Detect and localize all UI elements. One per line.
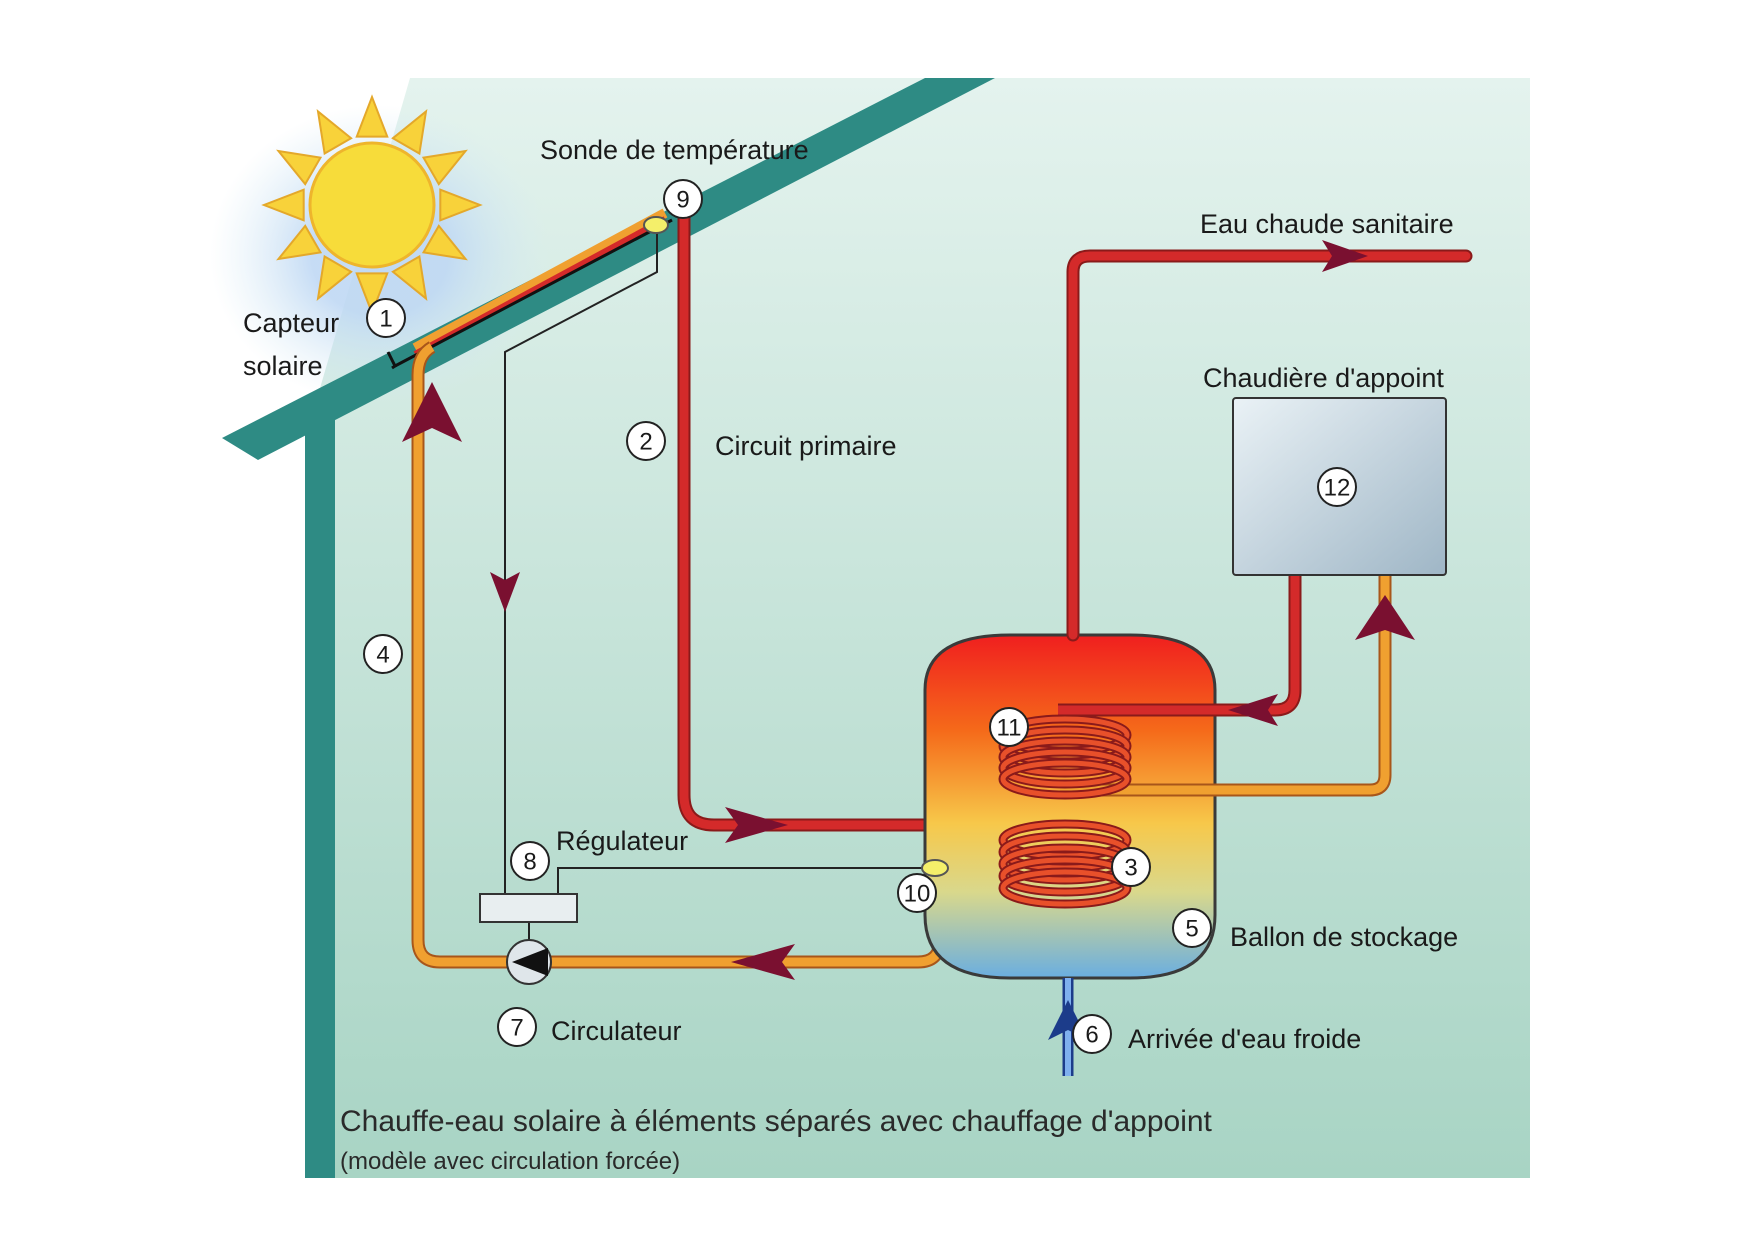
marker-11: 11 — [989, 707, 1029, 747]
marker-circle — [989, 707, 1029, 747]
marker-number: 8 — [523, 849, 536, 876]
interior-background — [305, 78, 1530, 1178]
label-solar-collector-line1: Capteur — [243, 308, 339, 338]
marker-circle — [510, 841, 550, 881]
marker-5: 5 — [1172, 908, 1212, 948]
marker-circle — [497, 1007, 537, 1047]
storage-tank — [923, 633, 1217, 980]
marker-10: 10 — [897, 873, 937, 913]
sun-ray — [276, 224, 323, 261]
label-solar-collector-line2: solaire — [243, 351, 323, 381]
boiler-return-pipe — [1060, 575, 1392, 797]
marker-circle — [1111, 847, 1151, 887]
arrow-right-primary — [725, 807, 788, 843]
marker-circle — [663, 179, 703, 219]
solar-collector — [386, 208, 673, 370]
sun-ray — [276, 149, 323, 186]
marker-number: 7 — [510, 1015, 523, 1042]
marker-number: 1 — [379, 306, 392, 333]
sun-icon — [261, 94, 483, 316]
sun-ray — [316, 109, 353, 156]
marker-number: 12 — [1324, 475, 1351, 502]
label-cold-water-inlet: Arrivée d'eau froide — [1128, 1024, 1361, 1054]
marker-number: 6 — [1085, 1022, 1098, 1049]
coil-turn-highlight — [1000, 760, 1130, 798]
marker-circle — [363, 634, 403, 674]
sun-ray — [355, 94, 389, 138]
marker-number: 10 — [904, 881, 931, 908]
caption-title: Chauffe-eau solaire à éléments séparés a… — [340, 1105, 1213, 1138]
marker-12: 12 — [1317, 467, 1357, 507]
caption-subtitle: (modèle avec circulation forcée) — [340, 1148, 680, 1175]
marker-8: 8 — [510, 841, 550, 881]
marker-2: 2 — [626, 421, 666, 461]
coil-turn-highlight — [1000, 869, 1130, 907]
sun-ray — [421, 149, 468, 186]
marker-circle — [626, 421, 666, 461]
sun-ray — [261, 188, 305, 222]
arrow-left-return — [731, 944, 795, 980]
collector-temperature-sensor — [643, 216, 669, 234]
boiler-hot-pipe — [1058, 575, 1302, 717]
arrow-right-hot-water — [1322, 240, 1368, 272]
arrow-left-boiler — [1228, 694, 1278, 726]
label-backup-boiler: Chaudière d'appoint — [1203, 363, 1444, 393]
sun-ray — [421, 224, 468, 261]
arrow-down-wire — [490, 572, 520, 612]
coil-turn-highlight — [1000, 749, 1130, 787]
label-regulator: Régulateur — [556, 826, 688, 856]
sun-ray — [355, 272, 389, 316]
label-domestic-hot-water: Eau chaude sanitaire — [1200, 209, 1454, 239]
lower-heat-exchanger-coil — [998, 819, 1132, 909]
marker-3: 3 — [1111, 847, 1151, 887]
primary-hot-pipe — [670, 198, 1015, 832]
marker-circle — [1172, 908, 1212, 948]
arrow-up-return — [402, 382, 462, 442]
sun-ray — [391, 254, 428, 301]
upper-heat-exchanger-coil — [998, 714, 1132, 800]
regulator-box — [479, 893, 578, 923]
marker-6: 6 — [1072, 1014, 1112, 1054]
sun-ray — [316, 254, 353, 301]
marker-7: 7 — [497, 1007, 537, 1047]
marker-4: 4 — [363, 634, 403, 674]
label-storage-tank: Ballon de stockage — [1230, 922, 1458, 952]
marker-circle — [366, 298, 406, 338]
tank-temperature-sensor — [921, 859, 949, 877]
marker-circle — [897, 873, 937, 913]
marker-circle — [1317, 467, 1357, 507]
house-wall — [305, 420, 335, 1178]
marker-number: 2 — [639, 429, 652, 456]
marker-circle — [1072, 1014, 1112, 1054]
sun-ray — [439, 188, 483, 222]
label-circulator: Circulateur — [551, 1016, 682, 1046]
sun-ray — [391, 109, 428, 156]
coil-turn-highlight — [1000, 738, 1130, 776]
arrow-up-boiler-return — [1355, 595, 1415, 640]
hot-water-outlet-pipe — [1066, 249, 1473, 642]
marker-number: 11 — [997, 715, 1022, 742]
marker-9: 9 — [663, 179, 703, 219]
marker-number: 3 — [1124, 855, 1137, 882]
marker-number: 9 — [676, 187, 689, 214]
label-temperature-probe: Sonde de température — [540, 135, 809, 165]
label-primary-circuit: Circuit primaire — [715, 431, 897, 461]
marker-number: 5 — [1185, 916, 1198, 943]
marker-1: 1 — [366, 298, 406, 338]
circulator-pump-icon — [506, 939, 552, 985]
marker-number: 4 — [376, 642, 389, 669]
